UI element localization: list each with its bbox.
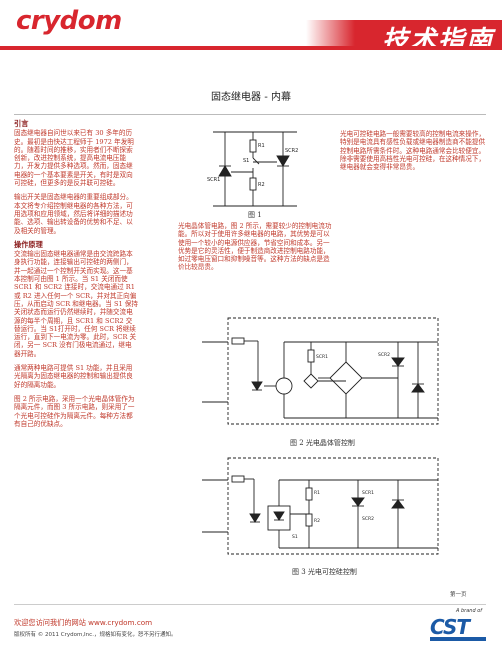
fig1-label-scr2: SCR2	[285, 148, 298, 154]
operation-paragraph-2: 通常两种电路可提供 S1 功能，并且采用光隔离为固态继电器的控制和输出提供良好的…	[14, 364, 133, 389]
fig1-label-scr1: SCR1	[207, 177, 220, 183]
fig1-label-r2: R2	[258, 182, 265, 188]
left-column: 引言 固态继电器自问世以来已有 30 多年的历史。最初是由快达工程师于 1972…	[14, 119, 138, 434]
middle-column: 光电晶体管电路，图 2 所示，需要较少的控制电流功能。所以对于使用许多继电器的电…	[178, 222, 336, 278]
right-paragraph-1: 光电可控硅电路一般需要较高的控制电流来操作，特别是电流具有感性负载或继电器制造商…	[340, 130, 486, 172]
crydom-logo[interactable]: crydom	[16, 6, 122, 36]
fig3-label-s1: S1	[292, 534, 298, 540]
fig2-label-scr2: SCR2	[378, 352, 390, 358]
intro-paragraph-2: 输出开关是固态继电器的重要组成部分。本文将专介绍控制继电器的各种方法，可用选项和…	[14, 193, 133, 235]
fig3-label-scr1: SCR1	[362, 490, 374, 496]
website-link[interactable]: 欢迎您访问我们的网站 www.crydom.com	[14, 618, 153, 627]
cst-logo[interactable]: CST	[430, 615, 470, 639]
a-brand-of-text: A brand of	[456, 608, 483, 614]
fig2-label-scr1: SCR1	[316, 354, 328, 360]
operation-heading: 操作原理	[14, 239, 43, 249]
page-title: 固态继电器 - 内幕	[211, 92, 291, 103]
figure-1-caption: 图 1	[248, 211, 262, 219]
banner-title: 技术指南	[381, 26, 494, 56]
figure-3-caption: 图 3 光电可控硅控制	[292, 568, 357, 576]
operation-paragraph-1: 交流输出固态继电器通常是由交流跨路本身执行功能，连接输出可控硅的两侧门，并一起通…	[14, 250, 138, 358]
intro-paragraph-1: 固态继电器自问世以来已有 30 多年的历史。最初是由快达工程师于 1972 年发…	[14, 129, 134, 188]
figure-1-circuit: R1 S1 R2 SCR1 SCR2	[207, 131, 298, 207]
fig1-label-r1: R1	[258, 143, 265, 149]
right-column: 光电可控硅电路一般需要较高的控制电流来操作，特别是电流具有感性负载或继电器制造商…	[340, 130, 490, 177]
figure-3-circuit: R1 R2 S1 SCR1 SCR2	[202, 457, 439, 555]
fig1-label-s1: S1	[243, 158, 249, 164]
cst-logo-bar	[430, 637, 486, 641]
header-rule	[0, 46, 502, 50]
figure-2-circuit: SCR1 SCR2	[202, 317, 439, 425]
title-divider	[14, 114, 486, 115]
fig3-label-scr2: SCR2	[362, 516, 374, 522]
operation-paragraph-3: 图 2 所示电路，采用一个光电晶体管作为隔离元件，而图 3 所示电路，则采用了一…	[14, 394, 135, 428]
middle-paragraph-1: 光电晶体管电路，图 2 所示，需要较少的控制电流功能。所以对于使用许多继电器的电…	[178, 222, 332, 272]
fig3-label-r1: R1	[314, 490, 320, 496]
header-banner	[306, 20, 502, 50]
fig3-label-r2: R2	[314, 518, 320, 524]
figure-2-caption: 图 2 光电晶体管控制	[290, 439, 355, 447]
intro-heading: 引言	[14, 119, 29, 128]
footer-divider	[14, 604, 486, 605]
page-number: 第一页	[450, 592, 467, 598]
copyright-text: 版权所有 © 2011 Crydom,Inc.，规格如有变化，恕不另行通知。	[14, 632, 177, 638]
